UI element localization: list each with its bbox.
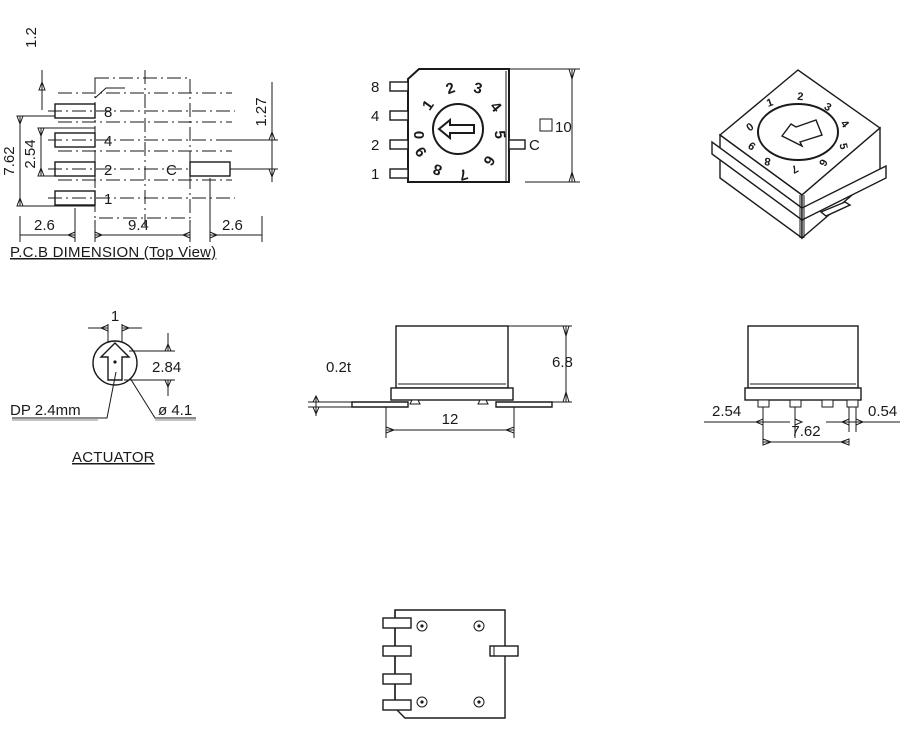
dial-pointer-arrow xyxy=(437,117,475,141)
actuator-center-dot xyxy=(113,360,117,364)
pcb-pad-common xyxy=(189,161,231,177)
top-view: 8 4 2 1 C 0 1 2 3 4 5 6 7 8 9 10 xyxy=(340,55,610,205)
front-base-flange xyxy=(390,387,514,401)
pcb-pad-label-4: 4 xyxy=(104,133,112,150)
side-base-flange xyxy=(744,387,862,401)
top-view-pin-label-2: 2 xyxy=(371,137,379,154)
front-view: 0.2t 12 6.8 xyxy=(300,310,600,450)
iso-dial-digit-8: 8 xyxy=(764,155,772,168)
pcb-pad-label-2: 2 xyxy=(104,162,112,179)
front-lead-thickness: 0.2t xyxy=(326,359,352,376)
iso-base-right xyxy=(801,164,887,222)
dial-digit-0: 0 xyxy=(411,131,428,139)
iso-dial-pointer xyxy=(780,119,823,148)
top-view-pin-label-1: 1 xyxy=(371,166,379,183)
iso-lead-tab xyxy=(819,201,852,217)
top-view-pin-label-4: 4 xyxy=(371,108,379,125)
pcb-pad-group-left xyxy=(54,103,96,206)
front-lead-left xyxy=(351,401,409,408)
top-view-pin-label-8: 8 xyxy=(371,79,379,96)
pcb-view-caption: P.C.B DIMENSION (Top View) xyxy=(10,244,216,261)
actuator-depth-note: DP 2.4mm xyxy=(10,402,81,419)
pcb-dim-vertical-span: 7.62 xyxy=(1,146,18,175)
side-body xyxy=(747,325,859,389)
actuator-slot-width: 1 xyxy=(111,308,119,325)
side-pitch-dim: 2.54 xyxy=(712,403,741,420)
side-span-dim: 7.62 xyxy=(791,423,820,440)
bottom-view xyxy=(350,600,550,730)
iso-dial-digit-0: 0 xyxy=(744,121,756,134)
actuator-view-caption: ACTUATOR xyxy=(72,449,155,466)
pcb-dim-vertical-pitch: 2.54 xyxy=(22,139,39,168)
front-width-dim: 12 xyxy=(442,411,459,428)
front-height-dim: 6.8 xyxy=(552,354,573,371)
bottom-pin-group-left xyxy=(382,617,412,711)
bottom-hole-group xyxy=(416,620,485,708)
iso-dial-digit-2: 2 xyxy=(797,91,804,103)
actuator-diameter-note: ø 4.1 xyxy=(158,402,192,419)
pcb-pad-common-label: C xyxy=(166,162,177,179)
bottom-pin-right xyxy=(489,645,519,657)
dial-digit-3: 3 xyxy=(472,79,484,97)
side-pin-group xyxy=(757,399,859,408)
top-view-pin-common-label: C xyxy=(529,137,540,154)
iso-dial-digit-5: 5 xyxy=(836,142,849,150)
top-view-body-dim: 10 xyxy=(555,119,572,136)
isometric-view: 0 1 2 3 4 5 6 7 8 9 xyxy=(690,50,910,240)
pcb-pad-label-8: 8 xyxy=(104,104,112,121)
pcb-dim-center-span: 9.4 xyxy=(128,217,149,234)
pcb-dim-right-offset: 1.27 xyxy=(253,97,270,126)
dial-digit-5: 5 xyxy=(491,130,509,140)
pcb-dimension-view: 7.62 2.54 1.2 8 4 2 1 C xyxy=(0,27,300,270)
iso-dial-digit-3: 3 xyxy=(822,101,834,114)
side-view: 2.54 0.54 7.62 xyxy=(690,310,910,450)
front-lead-right xyxy=(495,401,553,408)
iso-dial-digit-9: 9 xyxy=(746,139,758,152)
top-view-pin-group xyxy=(389,81,409,179)
front-body xyxy=(395,325,509,389)
side-lead-width-dim: 0.54 xyxy=(868,403,897,420)
iso-dial-digit-1: 1 xyxy=(765,96,775,109)
pcb-dim-left-margin: 2.6 xyxy=(34,217,55,234)
pcb-dim-right-margin: 2.6 xyxy=(222,217,243,234)
iso-dial-digit-6: 6 xyxy=(816,157,829,168)
top-view-pin-common xyxy=(508,139,526,150)
iso-dial-digit-7: 7 xyxy=(789,162,800,175)
pcb-pad-label-1: 1 xyxy=(104,191,112,208)
pcb-dim-pad-offset: 1.2 xyxy=(23,27,40,48)
actuator-slot-length: 2.84 xyxy=(152,359,181,376)
actuator-view: 1 2.84 DP 2.4mm ø 4.1 ACTUATOR xyxy=(0,308,250,480)
